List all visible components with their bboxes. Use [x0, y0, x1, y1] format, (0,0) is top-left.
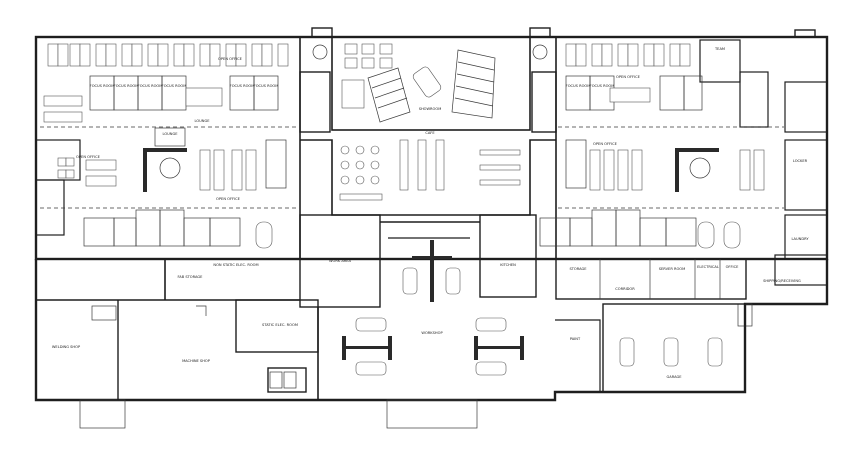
label-open-office-ne: OPEN OFFICE [616, 75, 641, 79]
label-office: OFFICE [726, 265, 740, 269]
label-focus-room-1: FOCUS ROOM [90, 84, 115, 88]
shop-equipment [91, 305, 297, 389]
label-lounge-e: LOUNGE [194, 119, 210, 123]
label-focus-room-7: FOCUS ROOM [566, 84, 591, 88]
label-focus-room-8: FOCUS ROOM [590, 84, 615, 88]
label-static-elec-room: STATIC ELEC. ROOM [262, 323, 298, 327]
room-labels: FOCUS ROOM FOCUS ROOM FOCUS ROOM FOCUS R… [52, 47, 809, 379]
mid-desk-groups [57, 127, 765, 192]
label-non-static-elec-room: NON STATIC ELEC. ROOM [213, 263, 258, 267]
interior-walls [35, 36, 828, 400]
lower-office-band [83, 209, 741, 249]
label-electrical: ELECTRICAL [697, 265, 719, 269]
label-paint: PAINT [570, 337, 581, 341]
label-open-office-w: OPEN OFFICE [76, 155, 101, 159]
label-focus-room-4: FOCUS ROOM [162, 84, 187, 88]
top-desk-rows [43, 43, 703, 123]
showroom-area [312, 43, 548, 123]
label-focus-room-3: FOCUS ROOM [138, 84, 163, 88]
label-garage: GARAGE [666, 375, 682, 379]
label-focus-room-6: FOCUS ROOM [254, 84, 279, 88]
cafe-area [339, 139, 521, 201]
label-server-room: SERVER ROOM [659, 267, 685, 271]
label-fab-storage: FAB STORAGE [178, 275, 204, 279]
label-locker: LOCKER [793, 159, 808, 163]
label-lounge-w: LOUNGE [162, 132, 178, 136]
label-storage: STORAGE [569, 267, 587, 271]
label-showroom: SHOWROOM [419, 107, 442, 111]
workshop-area [342, 240, 524, 376]
label-open-office-nw: OPEN OFFICE [218, 57, 243, 61]
label-open-office-e: OPEN OFFICE [593, 142, 618, 146]
label-kitchen: KITCHEN [500, 263, 516, 267]
label-focus-room-5: FOCUS ROOM [230, 84, 255, 88]
label-team: TEAM [714, 47, 725, 51]
label-laundry: LAUNDRY [791, 237, 809, 241]
label-cafe: CAFE [425, 131, 435, 135]
label-focus-room-2: FOCUS ROOM [114, 84, 139, 88]
label-corridor: CORRIDOR [615, 287, 635, 291]
label-work-area: WORK AREA [329, 259, 352, 263]
label-open-office-sw: OPEN OFFICE [216, 197, 241, 201]
label-shipping-receiving: SHIPPING/RECEIVING [763, 279, 801, 283]
label-workshop: WORKSHOP [421, 331, 443, 335]
label-welding-shop: WELDING SHOP [52, 345, 81, 349]
label-machine-shop: MACHINE SHOP [182, 359, 211, 363]
garage-area [619, 337, 723, 367]
